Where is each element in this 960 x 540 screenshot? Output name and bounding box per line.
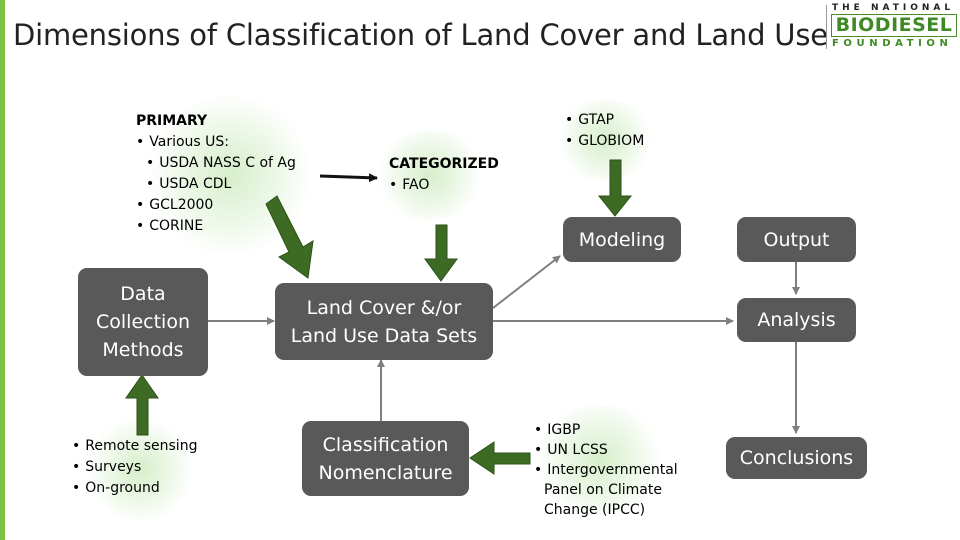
land-cover-data-sets-box: Land Cover &/or Land Use Data Sets (275, 283, 493, 360)
modeling-box: Modeling (563, 217, 681, 262)
analysis-box: Analysis (737, 298, 856, 342)
source-item: UN LCSS (534, 440, 694, 460)
output-box: Output (737, 217, 856, 262)
green-arrow-methods-to-collection (125, 374, 159, 436)
logo-divider (826, 5, 827, 49)
page-title: Dimensions of Classification of Land Cov… (13, 18, 828, 52)
source-item: Intergovernmental Panel on Climate Chang… (534, 460, 694, 520)
green-arrow-models-to-modeling (597, 159, 633, 217)
primary-sub-item: USDA CDL (136, 174, 296, 195)
method-item: Remote sensing (72, 436, 197, 457)
conclusions-box: Conclusions (726, 437, 867, 479)
source-item: IGBP (534, 420, 694, 440)
logo-line-2: BIODIESEL (831, 14, 957, 37)
green-arrow-categorized-to-datasets (424, 224, 458, 282)
model-item: GTAP (565, 110, 644, 131)
model-item: GLOBIOM (565, 131, 644, 152)
categorized-note: CATEGORIZED FAO (389, 154, 499, 196)
categorized-item: FAO (389, 175, 499, 196)
categorized-heading: CATEGORIZED (389, 156, 499, 172)
primary-sources-note: PRIMARY Various US: USDA NASS C of Ag US… (136, 111, 296, 237)
connector-datasets-to-modeling (492, 255, 561, 309)
accent-bar (0, 0, 5, 540)
classification-nomenclature-box: Classification Nomenclature (302, 421, 469, 496)
biodiesel-foundation-logo: THE NATIONAL BIODIESEL FOUNDATION (826, 3, 960, 51)
primary-item: GCL2000 (136, 195, 296, 216)
method-item: Surveys (72, 457, 197, 478)
data-collection-methods-box: Data Collection Methods (78, 268, 208, 376)
primary-sub-item: USDA NASS C of Ag (136, 153, 296, 174)
nomenclature-sources-note: IGBP UN LCSS Intergovernmental Panel on … (534, 420, 694, 520)
collection-methods-note: Remote sensing Surveys On-ground (72, 436, 197, 499)
logo-line-1: THE NATIONAL (832, 3, 955, 13)
models-note: GTAP GLOBIOM (565, 110, 644, 152)
logo-line-3: FOUNDATION (832, 38, 953, 49)
arrow-primary-to-categorized (319, 173, 378, 183)
green-arrow-sources-to-nomenclature (469, 441, 531, 475)
primary-item: CORINE (136, 216, 296, 237)
method-item: On-ground (72, 478, 197, 499)
primary-heading: PRIMARY (136, 113, 208, 129)
primary-item: Various US: (136, 132, 296, 153)
